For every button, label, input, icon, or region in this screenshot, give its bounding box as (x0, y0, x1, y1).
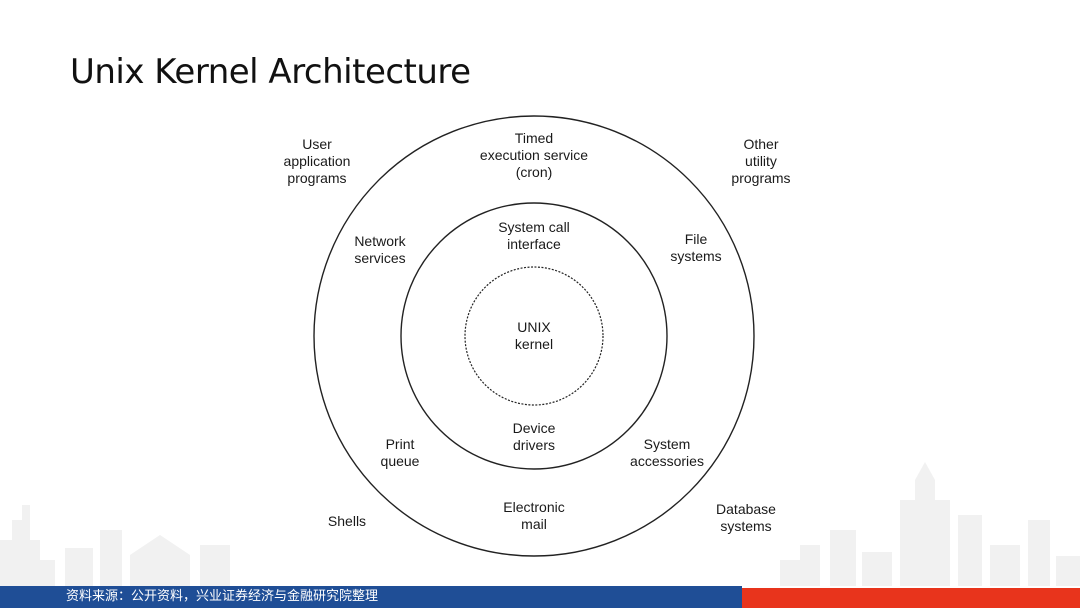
outer-ring (313, 115, 755, 557)
label-electronic-mail: Electronic mail (503, 499, 565, 532)
label-system-call-interface: System call interface (498, 219, 570, 252)
label-database-systems: Database systems (716, 501, 776, 534)
label-shells: Shells (327, 513, 367, 529)
footer-source-note: 资料来源：公开资料，兴业证券经济与金融研究院整理 (66, 589, 379, 604)
footer-bar-red (742, 588, 1080, 608)
label-user-application-programs: User application programs (283, 136, 351, 186)
label-network-services: Network services (354, 233, 406, 266)
label-other-utility-programs: Other utility programs (731, 136, 791, 186)
label-timed-execution-service: Timed execution service (cron) (479, 130, 589, 180)
middle-ring (400, 202, 668, 470)
slide-title: Unix Kernel Architecture (70, 52, 471, 92)
label-unix-kernel: UNIX kernel (514, 319, 554, 352)
core-ring (464, 266, 604, 406)
label-file-systems: File systems (670, 231, 722, 264)
label-device-drivers: Device drivers (512, 420, 556, 453)
label-print-queue: Print queue (380, 436, 420, 469)
footer-bar-blue (0, 586, 742, 608)
label-system-accessories: System accessories (630, 436, 704, 469)
